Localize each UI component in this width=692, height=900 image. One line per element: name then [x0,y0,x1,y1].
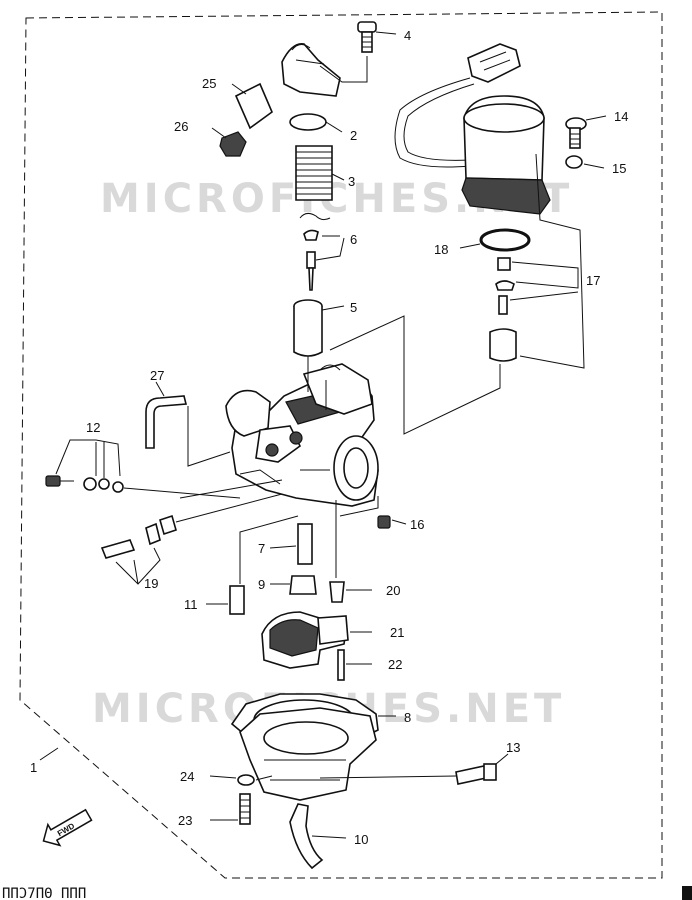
callout-15: 15 [612,161,626,176]
screw-4 [357,21,377,53]
screw-14 [565,117,587,149]
screw-set-19 [100,514,177,559]
callout-9: 9 [258,577,265,592]
callout-6: 6 [350,232,357,247]
hose-27 [145,395,188,449]
callout-13: 13 [506,740,520,755]
screw-set-12 [45,475,124,493]
washer-15 [565,155,583,169]
callout-7: 7 [258,541,265,556]
callout-17: 17 [586,273,600,288]
corner-mark [682,886,692,900]
callout-27: 27 [150,368,164,383]
needle-valve-20 [329,581,345,603]
callout-1: 1 [30,760,37,775]
callout-23: 23 [178,813,192,828]
callout-16: 16 [410,517,424,532]
callout-25: 25 [202,76,216,91]
slide-5 [293,299,323,357]
float-21 [261,611,349,669]
assembly-frame [19,11,663,879]
callout-18: 18 [434,242,448,257]
drain-hose-10 [289,803,324,870]
callout-4: 4 [404,28,411,43]
connector [467,43,521,83]
callout-14: 14 [614,109,628,124]
spring-3 [295,145,333,201]
screw-23 [239,793,251,825]
screw-11 [229,585,245,615]
pin-22 [337,649,345,681]
jet-9 [289,575,317,595]
callout-24: 24 [180,769,194,784]
starter-plunger-unit [461,95,551,215]
screw-16 [377,515,391,529]
o-ring-18 [479,228,531,252]
jet-7 [297,523,313,565]
throttle-cap-4 [281,43,341,97]
cable-boot-25 [234,82,273,130]
callout-5: 5 [350,300,357,315]
callout-2: 2 [350,128,357,143]
needle-set-6 [299,212,331,291]
starter-parts-17 [489,257,517,362]
callout-21: 21 [390,625,404,640]
callout-8: 8 [404,710,411,725]
callout-11: 11 [184,597,198,612]
clip-24 [237,774,255,786]
callout-3: 3 [348,174,355,189]
callout-20: 20 [386,583,400,598]
callout-12: 12 [86,420,100,435]
fwd-arrow-icon: FWD [42,808,93,847]
carburetor-body [225,363,379,507]
float-bowl [239,707,377,801]
cap-nut-26 [219,131,247,157]
figure-code: ΠΠϽ7ΠΘ ΠΠΠ [2,886,86,900]
callout-10: 10 [354,832,368,847]
o-ring-2 [289,113,327,131]
callout-26: 26 [174,119,188,134]
screw-13 [455,763,497,785]
callout-22: 22 [388,657,402,672]
callout-19: 19 [144,576,158,591]
